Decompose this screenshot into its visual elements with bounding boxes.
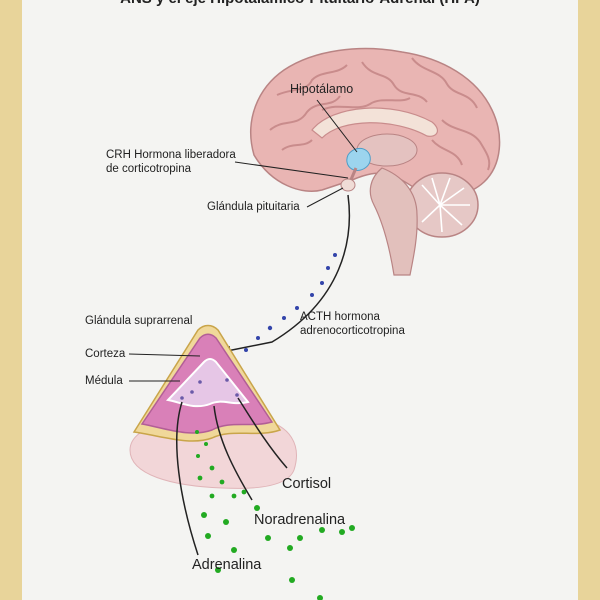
label-crh-line2: de corticotropina: [106, 163, 192, 175]
label-pituitary: Glándula pituitaria: [207, 201, 300, 213]
label-cortex: Corteza: [85, 348, 126, 360]
hypothalamus-region: [346, 147, 371, 171]
diagram-canvas: [128, 47, 501, 600]
label-crh: CRH Hormona liberadora de corticotropina: [106, 148, 236, 176]
hormone-lines: [176, 397, 288, 556]
acth-path: [221, 194, 351, 353]
acth-dots: [232, 253, 337, 362]
diagram-frame: ANS y el eje Hipotalámico-Pituitario-Adr…: [22, 0, 578, 600]
diagram-title: ANS y el eje Hipotalámico-Pituitario-Adr…: [22, 0, 578, 10]
label-cortisol: Cortisol: [282, 476, 332, 492]
label-hypothalamus: Hipotálamo: [290, 82, 354, 96]
brain-folds: [269, 57, 491, 171]
label-noradrenaline: Noradrenalina: [254, 512, 346, 528]
label-crh-line1: CRH Hormona liberadora: [106, 149, 236, 161]
leader-lines: [128, 99, 358, 382]
label-acth-line1: ACTH hormona: [300, 311, 380, 323]
medulla-dots: [180, 378, 239, 400]
brainstem: [369, 167, 418, 276]
corpus-callosum: [311, 107, 439, 139]
label-acth-line2: adrenocorticotropina: [300, 325, 405, 337]
label-acth: ACTH hormona adrenocorticotropina: [300, 310, 405, 338]
label-adrenal-gland: Glándula suprarrenal: [85, 315, 193, 327]
pituitary-gland: [340, 178, 356, 192]
label-adrenaline: Adrenalina: [192, 557, 262, 573]
hormone-dots: [195, 430, 355, 600]
cerebellum-arbor: [421, 177, 470, 233]
label-medulla: Médula: [85, 375, 123, 387]
adrenal-medulla: [165, 358, 250, 408]
